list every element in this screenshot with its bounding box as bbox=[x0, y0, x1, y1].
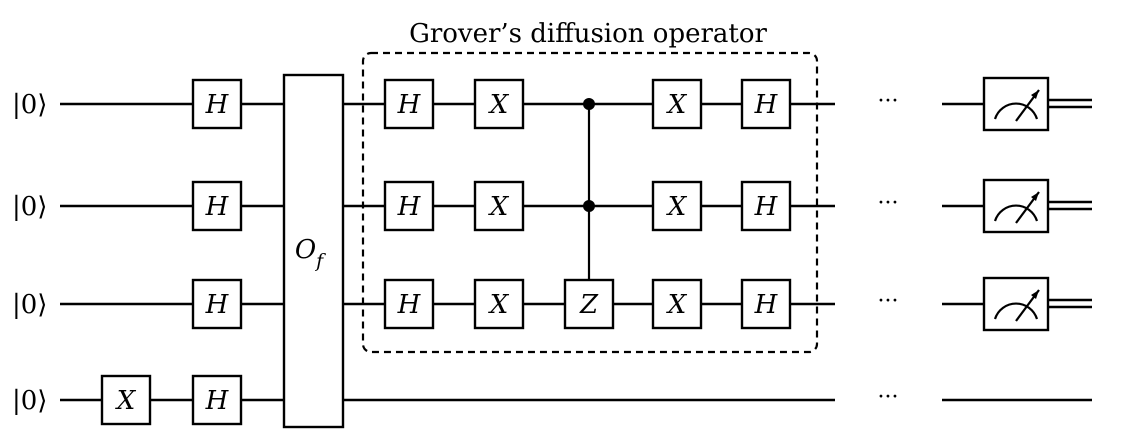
classical-wires bbox=[1048, 98, 1092, 309]
svg-text:X: X bbox=[666, 290, 688, 320]
svg-text:H: H bbox=[205, 192, 230, 222]
svg-text:H: H bbox=[397, 290, 422, 320]
control-dot-q1 bbox=[583, 200, 595, 212]
svg-text:H: H bbox=[205, 386, 230, 416]
h-gate-q3-initial: H bbox=[191, 374, 243, 426]
svg-text:X: X bbox=[488, 192, 510, 222]
x-gate-q1-diffusion-2: X bbox=[651, 180, 703, 232]
h-gate-q2-initial: H bbox=[191, 278, 243, 330]
svg-text:H: H bbox=[397, 192, 422, 222]
svg-text:H: H bbox=[397, 90, 422, 120]
h-gate-q0-initial: H bbox=[191, 78, 243, 130]
ket-label-q3: |0⟩ bbox=[12, 386, 47, 416]
quantum-wires bbox=[60, 102, 1092, 402]
ellipsis-q3: ··· bbox=[878, 385, 899, 410]
measurement-meter-icon-q2 bbox=[982, 276, 1050, 332]
oracle-subscript: f bbox=[314, 250, 326, 272]
measurement-meter-icon-q0 bbox=[982, 76, 1050, 132]
svg-text:H: H bbox=[205, 290, 230, 320]
h-gate-q0-diffusion-2: H bbox=[740, 78, 792, 130]
ket-label-q0: |0⟩ bbox=[12, 90, 47, 120]
measurement-meter-icon-q1 bbox=[982, 178, 1050, 234]
svg-text:H: H bbox=[205, 90, 230, 120]
h-gate-q0-diffusion-1: H bbox=[383, 78, 435, 130]
ket-label-q2: |0⟩ bbox=[12, 290, 47, 320]
x-gate-q1-diffusion-1: X bbox=[473, 180, 525, 232]
diffusion-operator-title: Grover’s diffusion operator bbox=[409, 19, 767, 49]
svg-text:X: X bbox=[666, 90, 688, 120]
svg-text:X: X bbox=[488, 290, 510, 320]
oracle-gate: Of bbox=[282, 73, 345, 429]
svg-text:X: X bbox=[666, 192, 688, 222]
svg-text:X: X bbox=[488, 90, 510, 120]
x-gate-q3-initial: X bbox=[100, 374, 152, 426]
oracle-label: O bbox=[295, 235, 316, 265]
ellipsis-q2: ··· bbox=[878, 289, 899, 314]
h-gate-q2-diffusion-2: H bbox=[740, 278, 792, 330]
svg-text:X: X bbox=[115, 386, 137, 416]
ellipsis-q1: ··· bbox=[878, 191, 899, 216]
h-gate-q1-initial: H bbox=[191, 180, 243, 232]
svg-text:H: H bbox=[754, 90, 779, 120]
h-gate-q2-diffusion-1: H bbox=[383, 278, 435, 330]
ellipsis-q0: ··· bbox=[878, 89, 899, 114]
h-gate-q1-diffusion-2: H bbox=[740, 180, 792, 232]
svg-text:H: H bbox=[754, 192, 779, 222]
diffusion-operator-region bbox=[361, 51, 819, 354]
control-dot-q0 bbox=[583, 98, 595, 110]
ket-label-q1: |0⟩ bbox=[12, 192, 47, 222]
x-gate-q0-diffusion-1: X bbox=[473, 78, 525, 130]
x-gate-q2-diffusion-1: X bbox=[473, 278, 525, 330]
x-gate-q2-diffusion-2: X bbox=[651, 278, 703, 330]
z-gate-q2: Z bbox=[563, 278, 615, 330]
svg-text:Of: Of bbox=[295, 235, 326, 272]
svg-text:H: H bbox=[754, 290, 779, 320]
svg-text:Z: Z bbox=[579, 290, 599, 320]
h-gate-q1-diffusion-1: H bbox=[383, 180, 435, 232]
x-gate-q0-diffusion-2: X bbox=[651, 78, 703, 130]
